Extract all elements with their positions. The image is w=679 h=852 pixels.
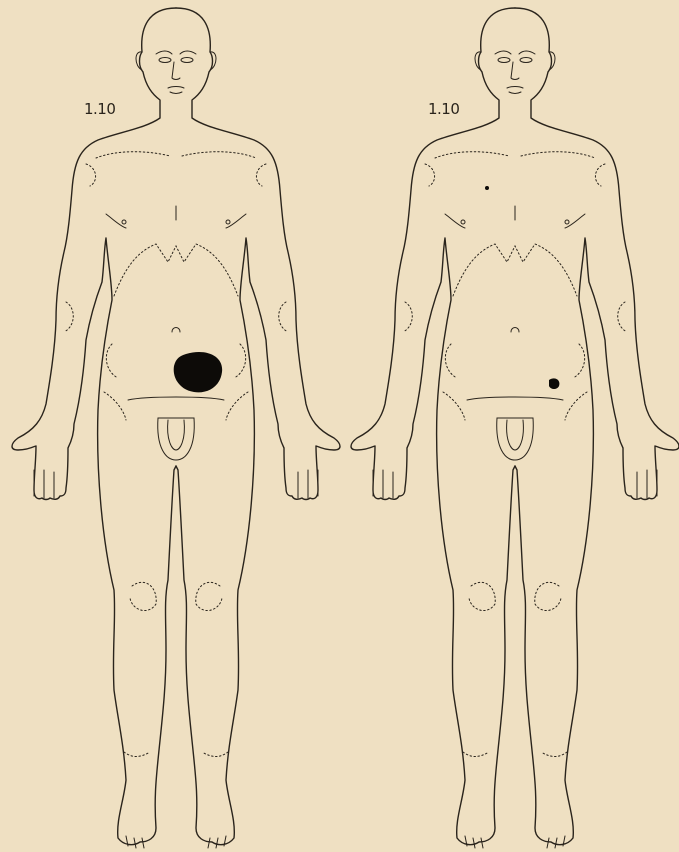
- lesion-mark-small: [549, 378, 559, 389]
- mouth: [168, 87, 184, 94]
- figure-label-right: 1.10: [428, 100, 459, 118]
- nose: [511, 62, 519, 80]
- hip-joints: [443, 392, 587, 420]
- pubic-line: [128, 397, 224, 400]
- body-outline-right-half: [515, 8, 679, 845]
- nipple-left: [461, 220, 465, 224]
- nipple-right: [226, 220, 230, 224]
- lesion-mark-large: [174, 352, 222, 392]
- rib-margin: [114, 244, 238, 296]
- knee-caps: [469, 582, 561, 610]
- shoulder-joints: [86, 164, 266, 186]
- eye-right: [181, 58, 193, 63]
- eyebrows: [495, 51, 535, 54]
- right-figure: [351, 8, 679, 848]
- genital-outline: [158, 418, 195, 460]
- lesion-dot-chest: [485, 186, 489, 190]
- eye-left: [498, 58, 510, 63]
- navel: [172, 328, 180, 333]
- left-figure: [12, 8, 340, 848]
- genital-inner: [168, 420, 185, 450]
- ankles: [463, 752, 567, 757]
- shoulder-joints: [425, 164, 605, 186]
- navel: [511, 328, 519, 333]
- fingers: [34, 470, 318, 498]
- nipple-right: [565, 220, 569, 224]
- mouth: [507, 87, 523, 94]
- eyebrows: [156, 51, 196, 54]
- nipple-left: [122, 220, 126, 224]
- eye-right: [520, 58, 532, 63]
- clavicles: [435, 152, 595, 158]
- nose: [172, 62, 180, 80]
- ankles: [124, 752, 228, 757]
- genital-outline: [497, 418, 534, 460]
- rib-margin: [453, 244, 577, 296]
- figure-label-left: 1.10: [84, 100, 115, 118]
- eye-left: [159, 58, 171, 63]
- genital-inner: [507, 420, 524, 450]
- iliac-crests: [445, 344, 584, 378]
- pubic-line: [467, 397, 563, 400]
- fingers: [373, 470, 657, 498]
- knee-caps: [130, 582, 222, 610]
- body-outline-left-half: [351, 8, 515, 845]
- body-outline-right-half: [176, 8, 340, 845]
- hip-joints: [104, 392, 248, 420]
- body-outline-left-half: [12, 8, 176, 845]
- clavicles: [96, 152, 256, 158]
